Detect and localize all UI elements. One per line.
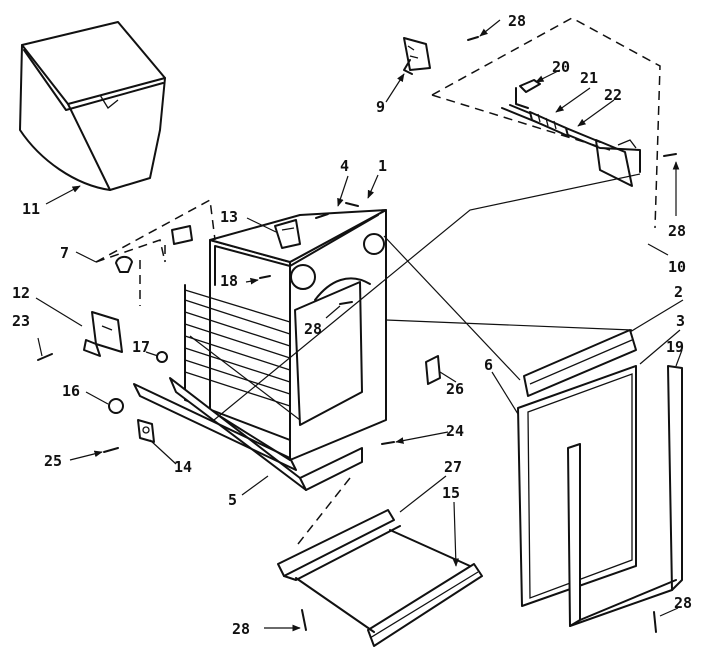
part-7-group — [95, 198, 216, 306]
callout-18: 18 — [220, 272, 238, 290]
callout-16: 16 — [62, 382, 80, 400]
callout-14: 14 — [174, 458, 192, 476]
callout-24: 24 — [446, 422, 464, 440]
callout-6: 6 — [484, 356, 493, 374]
callout-5: 5 — [228, 491, 237, 509]
callout-19: 19 — [666, 338, 684, 356]
callout-3: 3 — [676, 312, 685, 330]
part-15-foot-bar — [295, 529, 483, 647]
part-13-bracket — [274, 219, 301, 249]
callout-15: 15 — [442, 484, 460, 502]
callout-21: 21 — [580, 69, 598, 87]
part-27-kickplate — [277, 477, 401, 581]
part-19-door-frame — [567, 365, 683, 627]
part-9-bracket — [403, 37, 431, 75]
callout-11: 11 — [22, 200, 40, 218]
part-10-rear-frame — [431, 17, 661, 229]
callout-1: 1 — [378, 157, 387, 175]
screw-parts — [37, 36, 677, 633]
part-14-plate — [137, 419, 155, 443]
part-2-trim — [523, 329, 637, 397]
part-11-bag — [19, 21, 166, 191]
callout-23: 23 — [12, 312, 30, 330]
callout-28-bottom-left: 28 — [232, 620, 250, 638]
callout-20: 20 — [552, 58, 570, 76]
part-26-clip — [425, 355, 441, 385]
callout-4: 4 — [340, 157, 349, 175]
part-1-cabinet — [133, 209, 387, 491]
callout-17: 17 — [132, 338, 150, 356]
callout-27: 27 — [444, 458, 462, 476]
callout-leaders — [35, 19, 684, 632]
callout-7: 7 — [60, 244, 69, 262]
callout-26: 26 — [446, 380, 464, 398]
assembly-lines — [189, 173, 641, 421]
callout-10: 10 — [668, 258, 686, 276]
callout-2: 2 — [674, 283, 683, 301]
callout-28-right: 28 — [668, 222, 686, 240]
callout-22: 22 — [604, 86, 622, 104]
callout-13: 13 — [220, 208, 238, 226]
callout-28-top: 28 — [508, 12, 526, 30]
callout-25: 25 — [44, 452, 62, 470]
callout-12: 12 — [12, 284, 30, 302]
callout-9: 9 — [376, 98, 385, 116]
callout-28-bottom-right: 28 — [674, 594, 692, 612]
part-12-bracket — [83, 311, 123, 357]
part-16-knob — [108, 351, 168, 414]
callout-28-middle: 28 — [304, 320, 322, 338]
